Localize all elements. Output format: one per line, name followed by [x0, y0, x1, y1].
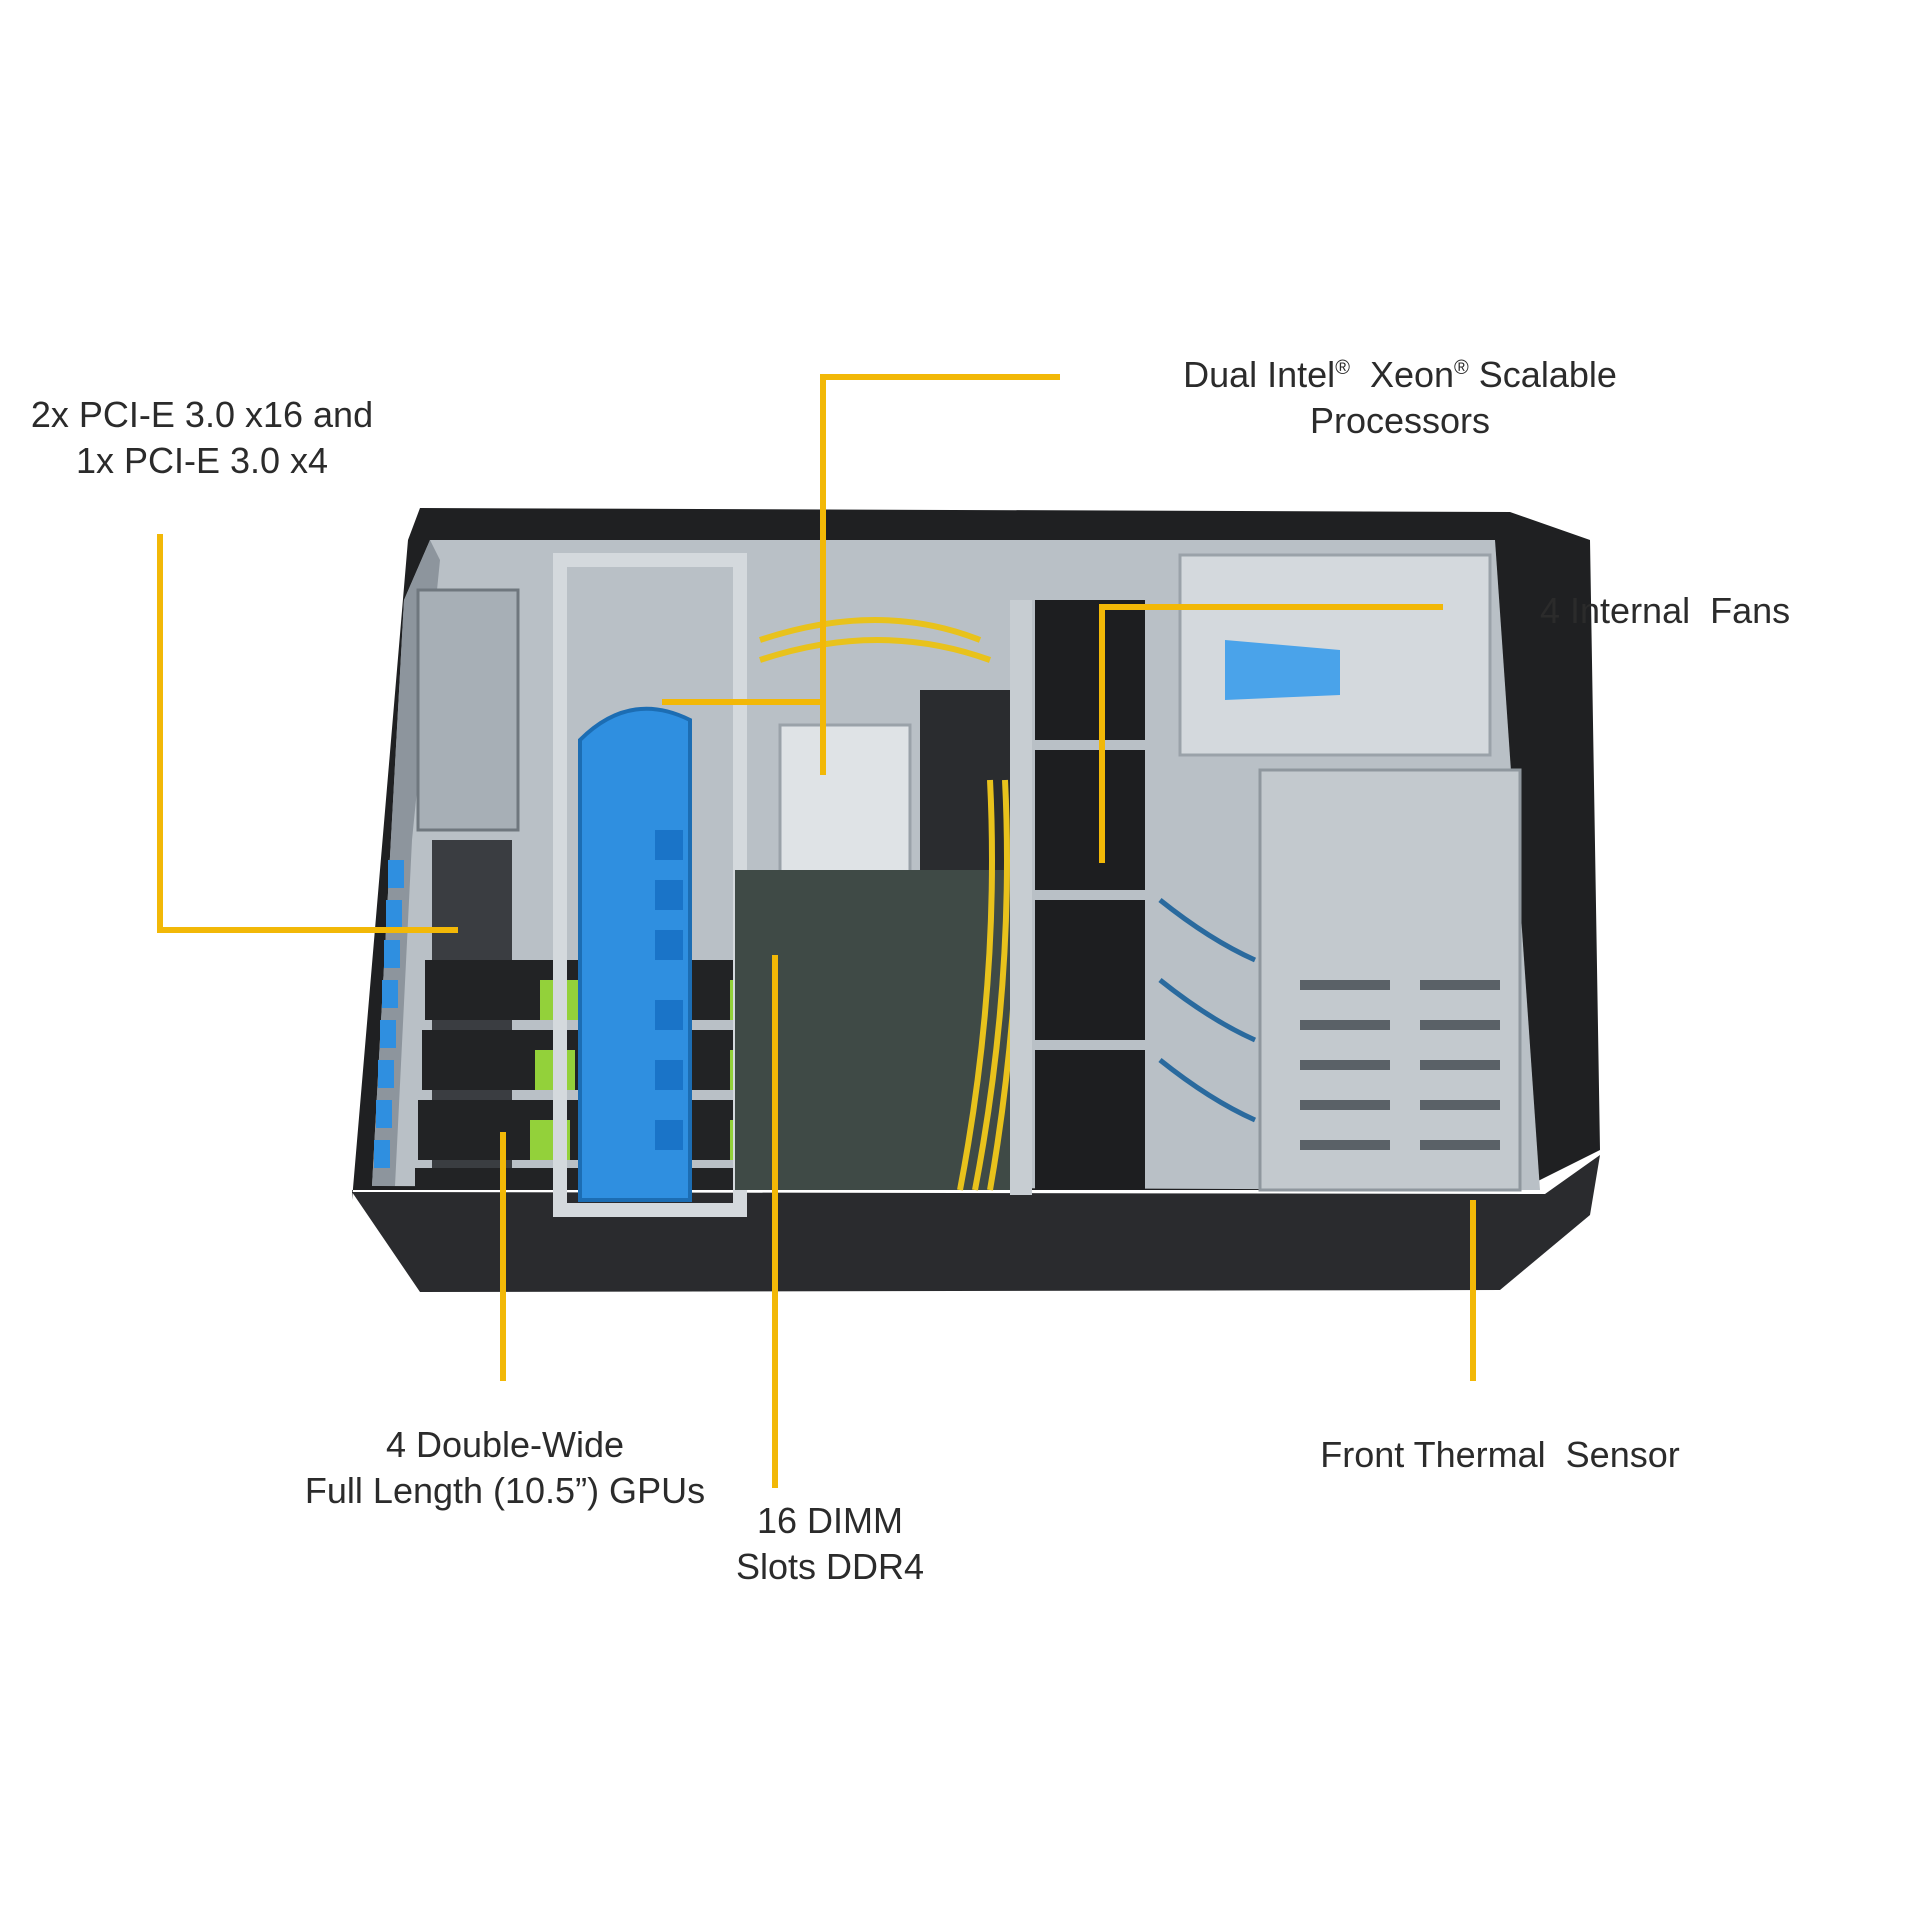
server-chassis-illustration: [352, 508, 1600, 1292]
callout-thermal-sensor: Front Thermal Sensor: [1290, 1432, 1710, 1478]
bracket-clips: [655, 830, 683, 1150]
callout-gpus: 4 Double-Wide Full Length (10.5”) GPUs: [270, 1422, 740, 1514]
callout-processors: Dual Intel® Xeon® Scalable Processors: [1140, 352, 1660, 444]
internal-fans: [1035, 600, 1145, 1190]
center-divider-wall: [1010, 600, 1032, 1195]
callout-dimm-line2: Slots DDR4: [735, 1546, 925, 1587]
registered-mark: ®: [1454, 357, 1469, 379]
callout-cpu-line2: Processors: [1309, 400, 1491, 441]
leader-cpu: [662, 374, 1060, 775]
callout-pcie-line2: 1x PCI-E 3.0 x4: [75, 440, 329, 481]
blue-latch: [1225, 640, 1340, 700]
callout-dimm-line1: 16 DIMM: [756, 1500, 904, 1541]
backplane-cables: [1158, 898, 1257, 1123]
callout-gpu-line2: Full Length (10.5”) GPUs: [304, 1470, 706, 1511]
callout-cpu-intel: Dual Intel: [1183, 354, 1336, 395]
power-supply-block: [416, 588, 520, 832]
callout-dimm-slots: 16 DIMM Slots DDR4: [700, 1498, 960, 1590]
cpu-heatsink: [778, 723, 912, 877]
callout-sensor-line1: Front Thermal Sensor: [1320, 1434, 1680, 1475]
callout-internal-fans: 4 Internal Fans: [1540, 588, 1820, 634]
chassis-bottom-face: [352, 1155, 1600, 1292]
drive-cage-vents: [1300, 980, 1500, 1150]
registered-mark: ®: [1335, 357, 1350, 379]
callout-cpu-line1: Dual Intel® Xeon® Scalable: [1140, 352, 1660, 398]
rear-io-clips: [374, 860, 404, 1168]
leader-lines: [157, 374, 1476, 1488]
callout-cpu-scalable: Scalable: [1478, 354, 1617, 395]
callout-fans-line1: 4 Internal Fans: [1540, 590, 1791, 631]
callout-gpu-line1: 4 Double-Wide: [385, 1424, 625, 1465]
callout-pcie-line1: 2x PCI-E 3.0 x16 and: [30, 394, 374, 435]
callout-cpu-xeon: Xeon: [1369, 354, 1455, 395]
leader-fans: [1099, 604, 1443, 863]
leader-pcie: [157, 534, 458, 933]
callout-pcie-slots: 2x PCI-E 3.0 x16 and 1x PCI-E 3.0 x4: [12, 392, 392, 484]
